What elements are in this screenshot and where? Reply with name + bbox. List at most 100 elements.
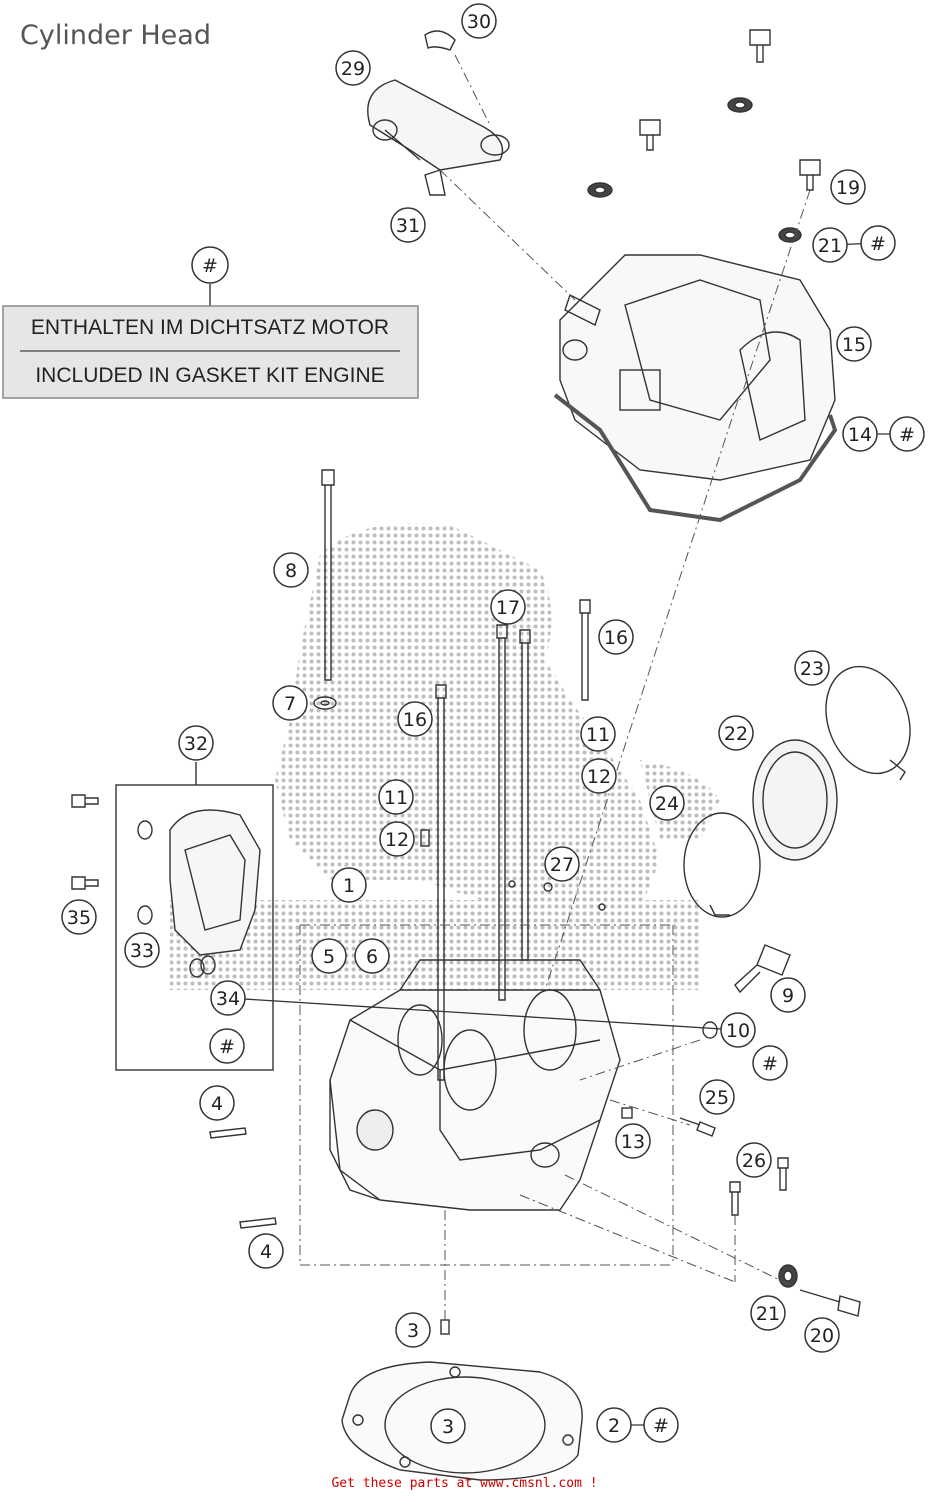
callout-circle <box>248 1233 284 1269</box>
callout-3[interactable]: 3 <box>395 1312 431 1348</box>
callout-25[interactable]: 25 <box>699 1079 735 1115</box>
callout-9[interactable]: 9 <box>770 977 806 1013</box>
callout-number: 16 <box>604 627 628 649</box>
callout-circle <box>752 1045 788 1081</box>
callout-number: 4 <box>211 1093 223 1115</box>
callout-circle <box>794 650 830 686</box>
callout-27[interactable]: 27 <box>544 846 580 882</box>
callout-number: 2 <box>608 1415 620 1437</box>
callout-circle <box>397 701 433 737</box>
callout-circle <box>209 1028 245 1064</box>
callout-8[interactable]: 8 <box>273 552 309 588</box>
callout-12[interactable]: 12 <box>581 758 617 794</box>
watermark <box>170 523 720 990</box>
callout-circle <box>331 867 367 903</box>
callout-12[interactable]: 12 <box>379 821 415 857</box>
callout-19[interactable]: 19 <box>830 169 866 205</box>
callout-link <box>227 997 739 1031</box>
callout-29[interactable]: 29 <box>335 50 371 86</box>
callout-number: 3 <box>407 1320 419 1342</box>
callout-22[interactable]: 22 <box>718 715 754 751</box>
callout-14[interactable]: 14 <box>842 416 878 452</box>
callout-5[interactable]: 5 <box>311 938 347 974</box>
callout-number: 26 <box>742 1150 766 1172</box>
callout-33[interactable]: 33 <box>124 932 160 968</box>
callout-number: # <box>653 1415 669 1437</box>
callout-31[interactable]: 31 <box>390 207 426 243</box>
callout-circle <box>770 977 806 1013</box>
callout-16[interactable]: 16 <box>598 619 634 655</box>
callout-34[interactable]: 34 <box>210 980 246 1016</box>
callout-circle <box>461 3 497 39</box>
callout-number: 19 <box>836 177 860 199</box>
callout-15[interactable]: 15 <box>836 326 872 362</box>
callout-number: 33 <box>130 940 154 962</box>
gasket-legend: # ENTHALTEN IM DICHTSATZ MOTOR INCLUDED … <box>2 246 419 399</box>
callout-number: 27 <box>550 854 574 876</box>
callout-6[interactable]: 6 <box>354 938 390 974</box>
callout-circle <box>596 1407 632 1443</box>
callout-circle <box>379 821 415 857</box>
callout-number: 23 <box>800 658 824 680</box>
callout-number: 3 <box>442 1416 454 1438</box>
callout-circle <box>124 932 160 968</box>
callout-number: 35 <box>67 907 91 929</box>
callout-26[interactable]: 26 <box>736 1142 772 1178</box>
callout-circle <box>490 589 526 625</box>
callout-11[interactable]: 11 <box>580 716 616 752</box>
callout-circle <box>580 716 616 752</box>
callout-number: 32 <box>184 733 208 755</box>
legend-line-en: INCLUDED IN GASKET KIT ENGINE <box>35 364 384 387</box>
callout-gasket-kit-marker[interactable]: # <box>209 1028 245 1064</box>
callout-circle <box>750 1295 786 1331</box>
callout-13[interactable]: 13 <box>615 1123 651 1159</box>
callout-circle <box>430 1408 466 1444</box>
callout-3[interactable]: 3 <box>430 1408 466 1444</box>
callout-2[interactable]: 2 <box>596 1407 632 1443</box>
callout-circle <box>615 1123 651 1159</box>
side-cover <box>71 762 274 1071</box>
callout-30[interactable]: 30 <box>461 3 497 39</box>
callout-24[interactable]: 24 <box>649 785 685 821</box>
callout-number: 14 <box>848 424 872 446</box>
callout-16[interactable]: 16 <box>397 701 433 737</box>
callout-gasket-kit-marker[interactable]: # <box>889 416 925 452</box>
callout-circle <box>311 938 347 974</box>
assembly-lines <box>299 54 811 1320</box>
callout-circle <box>210 980 246 1016</box>
callout-gasket-kit-marker[interactable]: # <box>860 225 896 261</box>
breather-hose <box>367 30 510 196</box>
callout-circle <box>836 326 872 362</box>
callout-circle <box>804 1317 840 1353</box>
callout-32[interactable]: 32 <box>178 725 214 761</box>
callout-number: 34 <box>216 988 240 1010</box>
callout-21[interactable]: 21 <box>812 227 848 263</box>
callout-circle <box>354 938 390 974</box>
callout-number: 13 <box>621 1131 645 1153</box>
callout-23[interactable]: 23 <box>794 650 830 686</box>
callout-number: 11 <box>384 787 408 809</box>
callout-20[interactable]: 20 <box>804 1317 840 1353</box>
callout-number: # <box>762 1053 778 1075</box>
callout-35[interactable]: 35 <box>61 899 97 935</box>
callout-number: 21 <box>756 1303 780 1325</box>
callout-17[interactable]: 17 <box>490 589 526 625</box>
callout-number: # <box>219 1036 235 1058</box>
callout-number: 17 <box>496 597 520 619</box>
callout-circle <box>736 1142 772 1178</box>
callout-21[interactable]: 21 <box>750 1295 786 1331</box>
callout-1[interactable]: 1 <box>331 867 367 903</box>
callout-11[interactable]: 11 <box>378 779 414 815</box>
callout-gasket-kit-marker[interactable]: # <box>643 1407 679 1443</box>
callout-4[interactable]: 4 <box>199 1085 235 1121</box>
callout-circle <box>598 619 634 655</box>
callout-circle <box>272 685 308 721</box>
footer-note[interactable]: Get these parts at www.cmsnl.com ! <box>331 1476 598 1491</box>
callout-10[interactable]: 10 <box>720 1012 756 1048</box>
callout-4[interactable]: 4 <box>248 1233 284 1269</box>
callout-7[interactable]: 7 <box>272 685 308 721</box>
callout-gasket-kit-marker[interactable]: # <box>752 1045 788 1081</box>
callout-number: 8 <box>285 560 297 582</box>
callout-number: 9 <box>782 985 794 1007</box>
